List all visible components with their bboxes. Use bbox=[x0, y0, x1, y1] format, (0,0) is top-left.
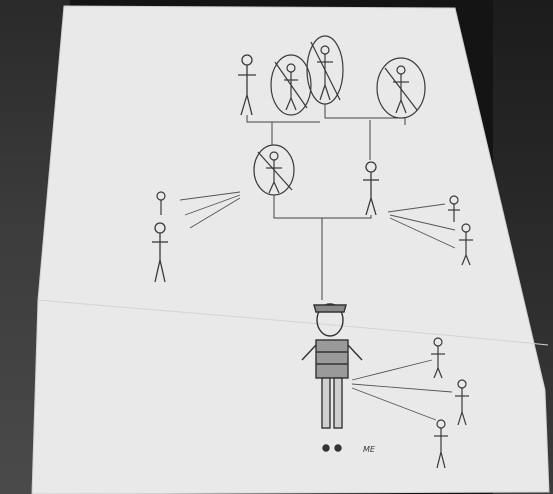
me-label: ME bbox=[363, 445, 376, 454]
